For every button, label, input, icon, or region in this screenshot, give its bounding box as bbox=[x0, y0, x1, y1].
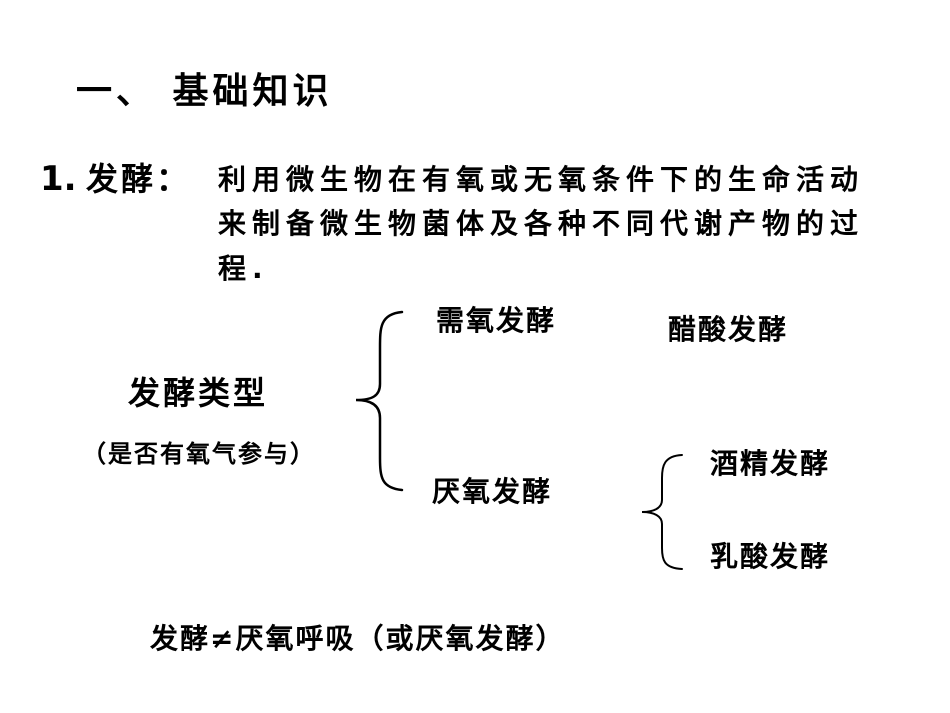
section-title: 一、 基础知识 bbox=[76, 71, 333, 112]
lactic-fermentation-label: 乳酸发酵 bbox=[710, 540, 831, 573]
acetic-fermentation-label: 醋酸发酵 bbox=[668, 313, 789, 346]
fermentation-types-subtitle: （是否有氧气参与） bbox=[82, 440, 316, 468]
anaerobic-brace bbox=[641, 454, 683, 570]
main-brace bbox=[355, 310, 404, 492]
definition-number: 1. bbox=[40, 159, 77, 199]
fermentation-types-title: 发酵类型 bbox=[128, 374, 269, 412]
definition-line: 来制备微生物菌体及各种不同代谢产物的过 bbox=[218, 207, 865, 240]
definition-line: 程. bbox=[218, 252, 269, 285]
definition-term: 发酵： bbox=[86, 160, 192, 198]
fermentation-note: 发酵≠厌氧呼吸（或厌氧发酵） bbox=[150, 622, 566, 655]
alcohol-fermentation-label: 酒精发酵 bbox=[710, 447, 831, 480]
aerobic-fermentation-label: 需氧发酵 bbox=[436, 304, 557, 337]
anaerobic-fermentation-label: 厌氧发酵 bbox=[432, 475, 553, 508]
definition-line: 利用微生物在有氧或无氧条件下的生命活动 bbox=[218, 163, 865, 196]
